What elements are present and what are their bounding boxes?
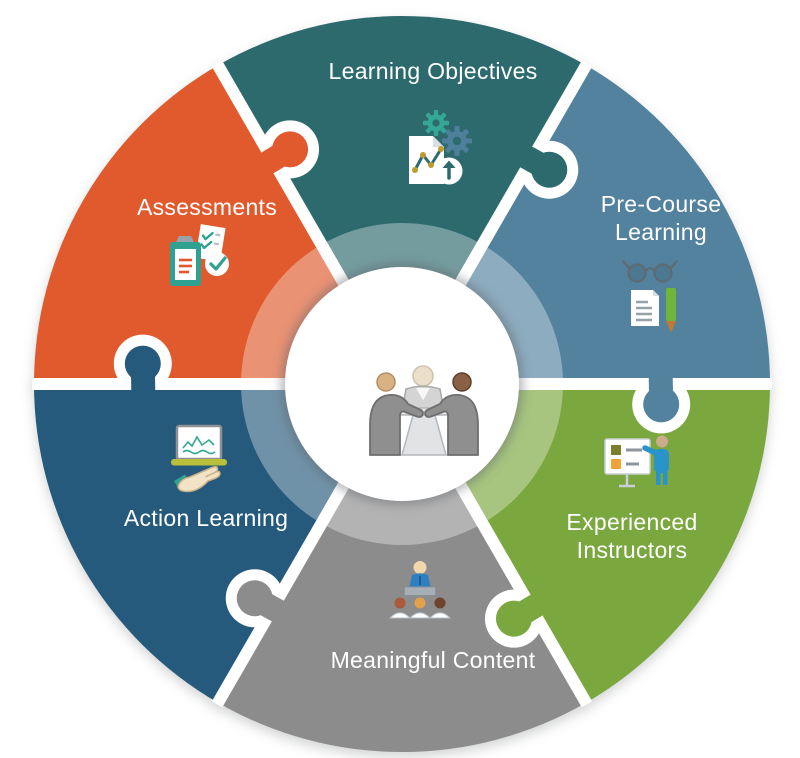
center-person xyxy=(401,365,445,410)
pencil-icon xyxy=(666,288,676,333)
arrow-up-icon xyxy=(435,157,463,185)
laptop xyxy=(171,424,227,466)
segment-label-pre-course-learning: Pre-Course Learning xyxy=(600,190,722,245)
segment-assessments xyxy=(34,65,402,385)
segment-label-assessments: Assessments xyxy=(136,193,278,220)
left-person xyxy=(369,372,424,456)
segment-experienced-instructors xyxy=(402,384,770,703)
glasses-icon xyxy=(622,260,678,283)
knob-experienced-instructors xyxy=(495,600,532,637)
segment-label-meaningful-content: Meaningful Content xyxy=(330,646,536,673)
segment-meaningful-content xyxy=(218,384,586,752)
segment-pre-course-learning xyxy=(402,65,770,385)
chart-document xyxy=(409,136,444,184)
knob-meaningful-content xyxy=(236,580,273,617)
whiteboard xyxy=(604,438,651,488)
laptop-hand-icon xyxy=(154,418,246,510)
gear-icon xyxy=(423,110,449,136)
presenter-person xyxy=(642,435,669,485)
open-hand xyxy=(174,465,221,493)
clipboard-checklist-icon xyxy=(155,216,247,308)
knob-assessments xyxy=(272,131,309,168)
check-circle-icon xyxy=(205,252,229,276)
knob-action-learning xyxy=(124,345,161,382)
clipboard xyxy=(170,236,201,286)
document-icon xyxy=(631,290,659,326)
segment-learning-objectives xyxy=(218,15,586,384)
meeting-table-icon xyxy=(357,363,491,471)
segment-label-learning-objectives: Learning Objectives xyxy=(328,57,538,84)
audience xyxy=(388,597,452,619)
speaker-audience-icon xyxy=(375,554,467,646)
segment-label-action-learning: Action Learning xyxy=(123,504,289,531)
segment-action-learning xyxy=(34,384,402,703)
document-chart-gears-icon xyxy=(389,108,481,200)
puzzle-segments xyxy=(32,15,772,752)
right-person xyxy=(424,372,479,456)
gear-icon xyxy=(442,126,472,156)
speaker xyxy=(404,561,436,596)
knob-pre-course-learning xyxy=(643,386,680,423)
knob-learning-objectives xyxy=(531,151,568,188)
glasses-document-pencil-icon xyxy=(609,252,701,344)
presenter-whiteboard-icon xyxy=(594,422,686,514)
segment-label-experienced-instructors: Experienced Instructors xyxy=(566,508,698,563)
